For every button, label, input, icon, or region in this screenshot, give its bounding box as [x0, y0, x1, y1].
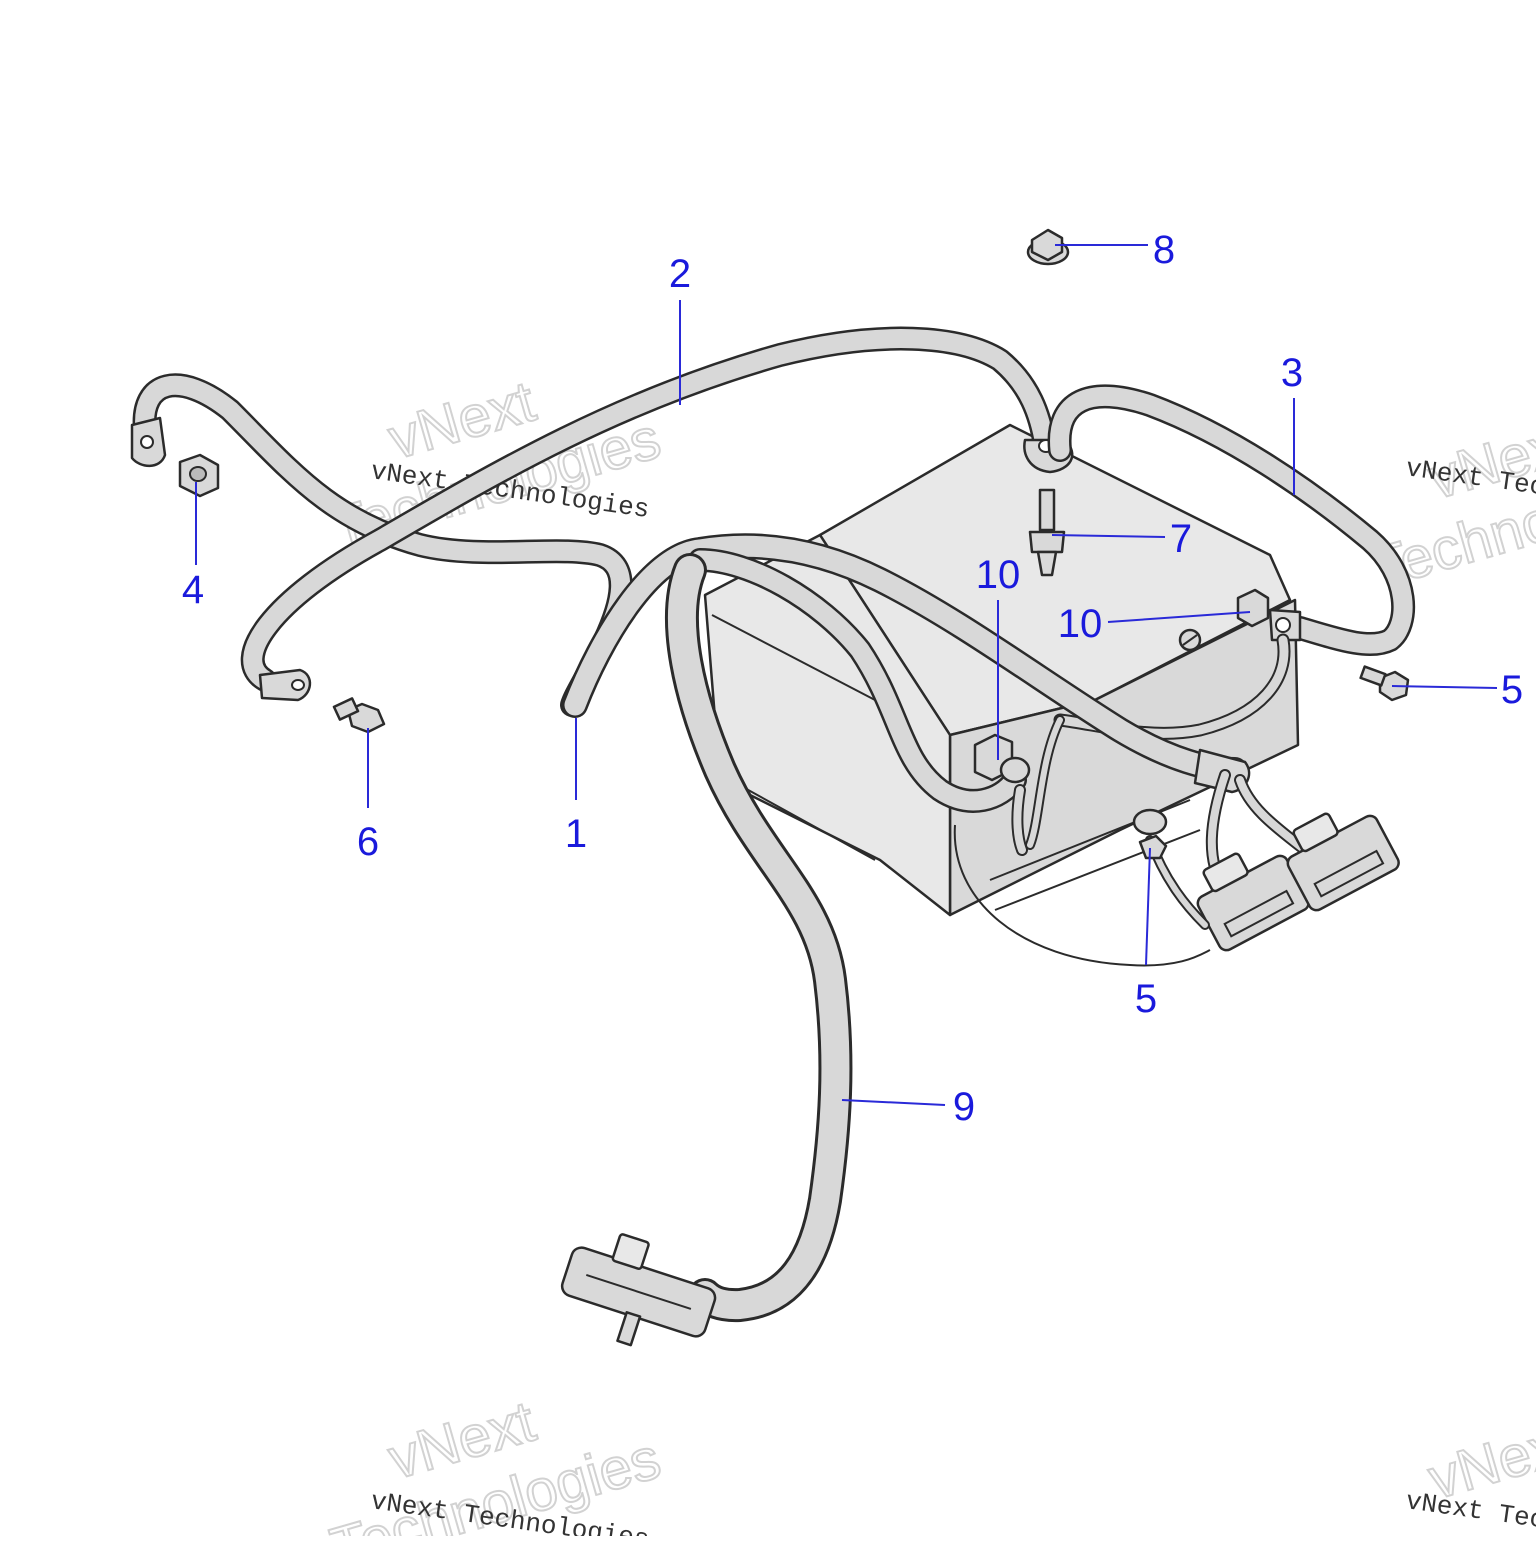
leader-10b	[1107, 611, 1251, 623]
cable-1-wire-b	[1236, 776, 1309, 854]
leader-5b	[1145, 847, 1151, 966]
stud-7-shank	[1038, 488, 1056, 532]
bolt-5-bottom-head	[1138, 834, 1168, 860]
battery-vent-slot	[1182, 634, 1198, 646]
cable-3-body	[1050, 386, 1413, 654]
cable-2-main	[243, 329, 1055, 690]
connector-a-pins	[1223, 889, 1295, 938]
callout-2: 2	[669, 252, 691, 296]
callout-10-right: 10	[1058, 602, 1103, 646]
callout-7: 7	[1170, 517, 1192, 561]
cable-9-connector-seam	[585, 1274, 692, 1310]
cable-1	[562, 533, 1311, 896]
cable-2-ring-hole-left	[140, 435, 154, 449]
fasteners	[178, 228, 1410, 930]
callout-labels: 2 3 4 8 7 10 10 5 5 6 1 9	[182, 228, 1523, 1129]
callout-5-bottom: 5	[1135, 977, 1157, 1021]
bolt-5-right-shank	[1359, 665, 1387, 687]
stud-7-flange	[1028, 530, 1066, 554]
cable-1-lead	[1013, 786, 1026, 854]
callout-10-left: 10	[976, 553, 1021, 597]
cable-1-loop	[690, 550, 1025, 811]
callout-1: 1	[565, 812, 587, 856]
clamp-10-left-ring	[999, 756, 1031, 784]
battery-tray-line-2	[994, 829, 1201, 911]
cable-9-connector	[560, 1233, 717, 1347]
cable-9	[560, 553, 853, 1347]
callout-6: 6	[357, 820, 379, 864]
connector-b-pins	[1313, 849, 1385, 898]
bolt-5-bottom-ring	[1132, 808, 1168, 836]
stud-7-tip	[1036, 550, 1058, 577]
cable-2-ring-hole-bottom	[291, 679, 305, 691]
nut-8	[1030, 228, 1064, 262]
battery-tray-loop	[953, 824, 1211, 967]
callout-4: 4	[182, 568, 204, 612]
callout-3: 3	[1281, 351, 1303, 395]
connector-b-latch	[1292, 812, 1339, 853]
callout-5-right: 5	[1501, 668, 1523, 712]
cable-1-main	[564, 535, 1246, 781]
cable-9-strap	[667, 556, 850, 1320]
cable-1-lead2	[1027, 717, 1063, 848]
leader-9	[841, 1099, 946, 1106]
leader-7	[1051, 534, 1166, 538]
cable-2-ring-terminal-bottom	[258, 668, 312, 702]
bolt-6-shank	[332, 697, 360, 721]
connector-b	[1286, 812, 1400, 912]
nut-4-hole	[189, 466, 207, 482]
leader-lines	[195, 244, 1498, 1106]
cable-3-terminal-hole	[1275, 617, 1291, 633]
battery-stripe-1	[711, 614, 876, 701]
cable-9-connector-latch	[611, 1233, 650, 1270]
callout-8: 8	[1153, 228, 1175, 272]
connector-a	[1196, 852, 1310, 952]
callout-9: 9	[953, 1085, 975, 1129]
connector-a-latch	[1202, 852, 1249, 893]
clamp-10-right	[1236, 588, 1270, 628]
leader-5a	[1391, 685, 1498, 689]
cable-9-connector-clip	[616, 1311, 642, 1347]
